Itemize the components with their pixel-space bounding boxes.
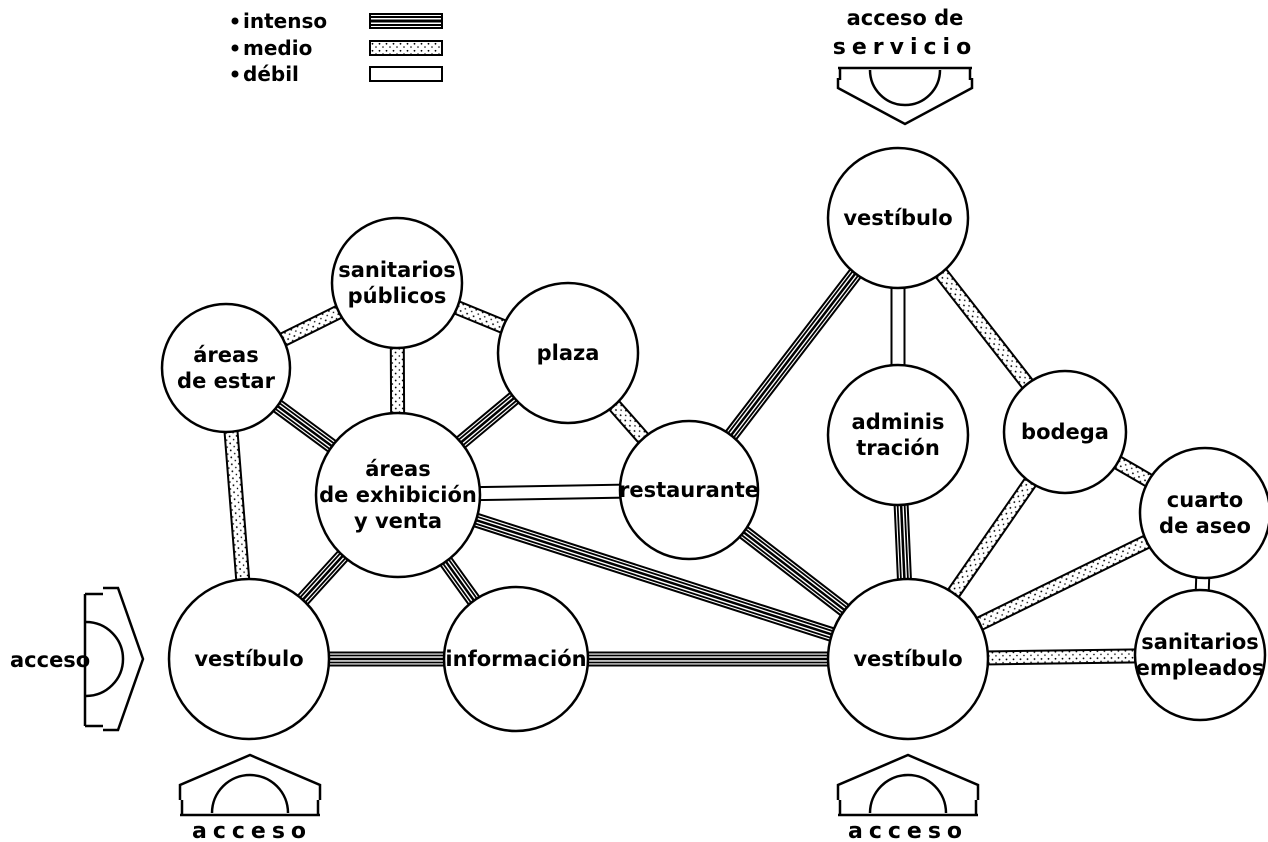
node-restaurante: restaurante: [618, 419, 760, 561]
connection-intenso-vestibulo_left-informacion: [324, 651, 449, 667]
legend-label-intenso: intenso: [243, 9, 327, 33]
node-label: de aseo: [1159, 514, 1251, 538]
node-informacion: información: [442, 585, 590, 733]
connection-intenso-plaza-areas_exhibicion: [452, 388, 523, 452]
node-label: y venta: [354, 509, 442, 533]
node-label: vestíbulo: [843, 206, 952, 230]
bullet-icon: [231, 44, 239, 52]
access-label-bottom-left: acceso: [192, 819, 312, 842]
connection-medio-areas_estar-vestibulo_left: [223, 426, 251, 585]
connection-medio-cuarto_aseo-vestibulo_right: [971, 532, 1155, 633]
access-label-service-line1: acceso de: [847, 6, 964, 30]
connection-debil-areas_exhibicion-restaurante: [474, 483, 626, 502]
node-vestibulo-left: vestíbulo: [167, 577, 331, 741]
legend-label-debil: débil: [243, 62, 299, 86]
connection-medio-bodega-vestibulo_right: [944, 473, 1040, 602]
legend-item-medio: medio: [231, 36, 443, 60]
node-label: empleados: [1136, 656, 1265, 680]
node-label: áreas: [193, 343, 258, 367]
node-label: de exhibición: [319, 483, 477, 507]
node-label: cuarto: [1167, 488, 1243, 512]
access-arrow-up-icon: [178, 753, 322, 817]
access-arrow-right-icon: [83, 586, 145, 732]
node-label: vestíbulo: [194, 647, 303, 671]
access-bottom-right: acceso: [836, 753, 980, 842]
connection-medio-vestibulo_right-sanitarios_empleados: [982, 648, 1141, 666]
node-vestibulo-right: vestíbulo: [826, 577, 990, 741]
node-label: tración: [856, 436, 940, 460]
access-arrow-up-icon: [836, 753, 980, 817]
legend-swatch-debil: [369, 66, 443, 82]
access-label-service-line2: servicio: [833, 35, 977, 60]
node-plaza: plaza: [496, 281, 640, 425]
connection-medio-vestibulo_top-bodega: [932, 264, 1037, 393]
node-label: públicos: [348, 284, 447, 308]
node-bodega: bodega: [1002, 369, 1128, 495]
connection-medio-areas_estar-sanitarios_publicos: [275, 302, 347, 349]
node-label: bodega: [1021, 420, 1109, 444]
node-vestibulo-top: vestíbulo: [826, 146, 970, 290]
access-label-left: acceso: [10, 648, 90, 672]
legend: intenso medio débil: [231, 9, 443, 86]
connection-intenso-informacion-vestibulo_right: [583, 651, 833, 667]
legend-item-intenso: intenso: [231, 9, 443, 33]
access-arrow-down-icon: [836, 66, 974, 126]
bullet-icon: [231, 70, 239, 78]
access-service: acceso de servicio: [833, 6, 977, 126]
node-label: adminis: [852, 410, 945, 434]
access-left: acceso: [10, 586, 145, 732]
access-bottom-left: acceso: [178, 753, 322, 842]
access-label-bottom-right: acceso: [848, 819, 968, 842]
legend-swatch-medio: [369, 40, 443, 56]
legend-label-medio: medio: [243, 36, 312, 60]
node-label: de estar: [177, 369, 276, 393]
connection-intenso-administracion-vestibulo_right: [893, 499, 913, 585]
bullet-icon: [231, 17, 239, 25]
legend-swatch-intenso: [369, 13, 443, 29]
legend-item-debil: débil: [231, 62, 443, 86]
node-label: áreas: [365, 457, 430, 481]
connection-medio-sanitarios_publicos-areas_exhibicion: [389, 342, 406, 419]
connection-intenso-areas_exhibicion-vestibulo_right: [469, 511, 839, 644]
node-label: sanitarios: [338, 258, 456, 282]
connection-intenso-areas_estar-areas_exhibicion: [269, 397, 341, 456]
node-label: restaurante: [619, 478, 759, 502]
node-label: información: [445, 647, 586, 671]
node-label: vestíbulo: [853, 647, 962, 671]
node-label: sanitarios: [1141, 630, 1259, 654]
connection-debil-vestibulo_top-administracion: [890, 283, 906, 370]
connection-medio-sanitarios_publicos-plaza: [449, 298, 511, 336]
node-label: plaza: [537, 341, 600, 365]
connections: [223, 264, 1211, 667]
connection-intenso-areas_exhibicion-vestibulo_left: [293, 546, 352, 609]
